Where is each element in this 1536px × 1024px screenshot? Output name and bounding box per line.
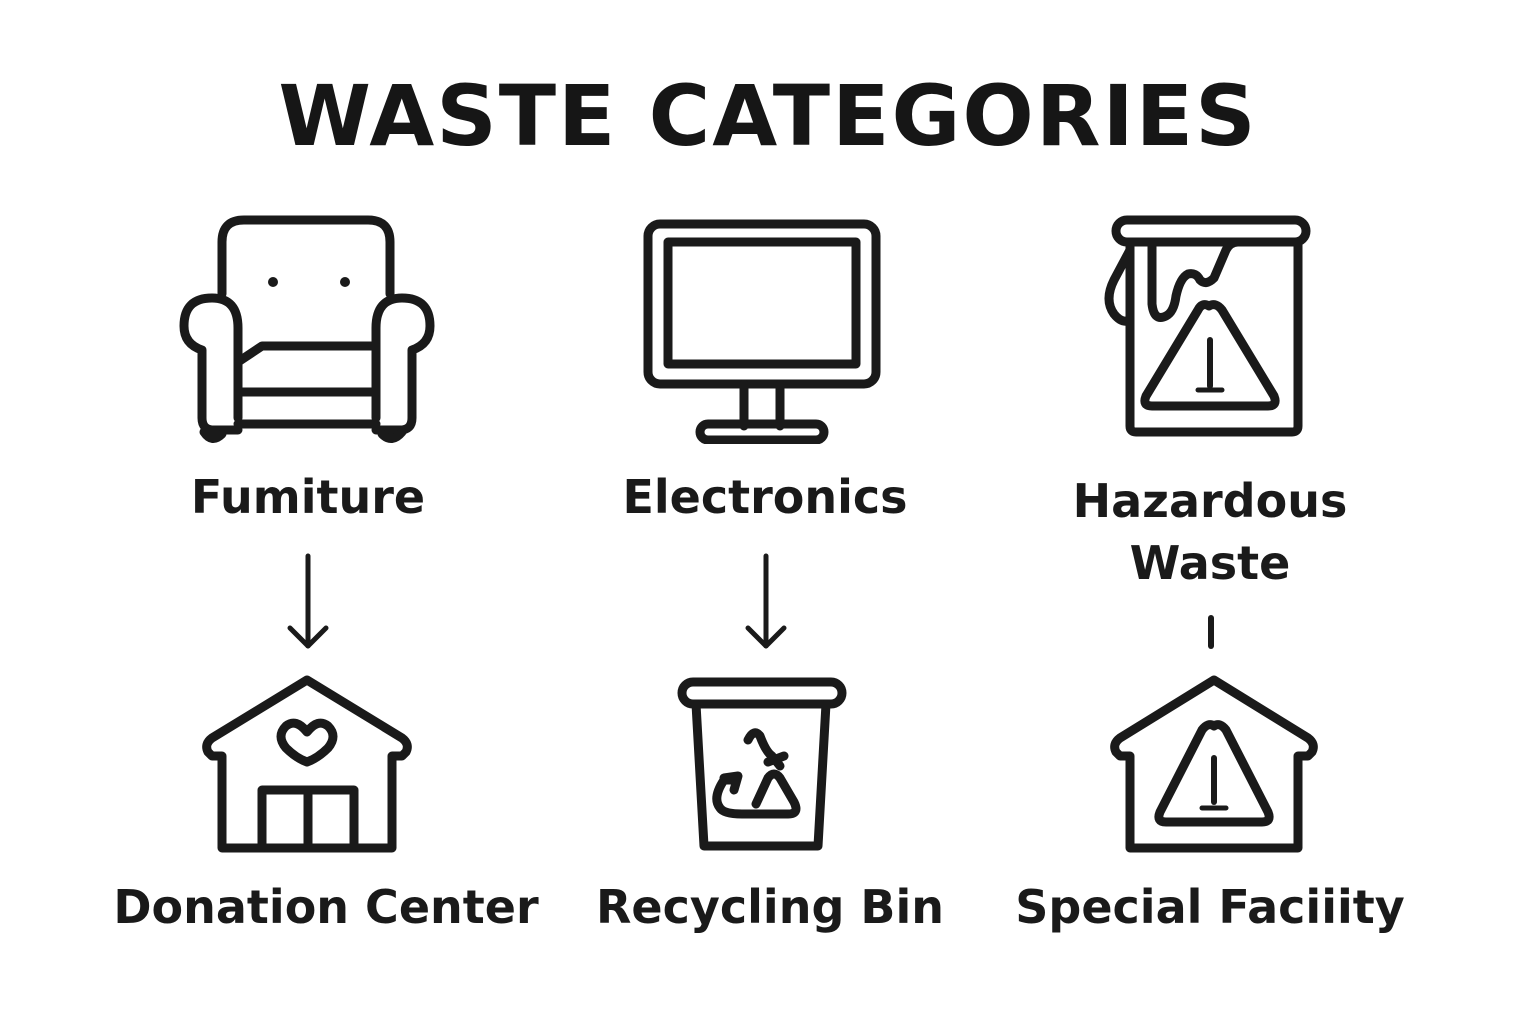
- destination-label-special-facility: Special Faciiity: [1015, 880, 1405, 934]
- category-label-electronics: Electronics: [622, 470, 908, 524]
- monitor-icon: [640, 216, 884, 444]
- category-label-hazardous-waste: Hazardous Waste: [1010, 470, 1410, 594]
- diagram-title: WASTE CATEGORIES: [278, 67, 1258, 165]
- down-arrow-icon: [742, 552, 790, 652]
- category-label-hazardous-line1: Hazardous: [1072, 474, 1348, 528]
- down-arrow-icon: [284, 552, 332, 652]
- destination-label-donation-center: Donation Center: [113, 880, 539, 934]
- armchair-icon: [176, 212, 438, 444]
- recycling-bin-icon: [676, 676, 848, 856]
- destination-label-recycling-bin: Recycling Bin: [596, 880, 944, 934]
- paint-can-warning-icon: [1096, 214, 1322, 438]
- house-heart-icon: [200, 672, 414, 856]
- category-label-hazardous-line2: Waste: [1129, 536, 1291, 590]
- connector-line: [1204, 614, 1218, 650]
- house-warning-icon: [1108, 672, 1320, 856]
- category-label-furniture: Fumiture: [190, 470, 426, 524]
